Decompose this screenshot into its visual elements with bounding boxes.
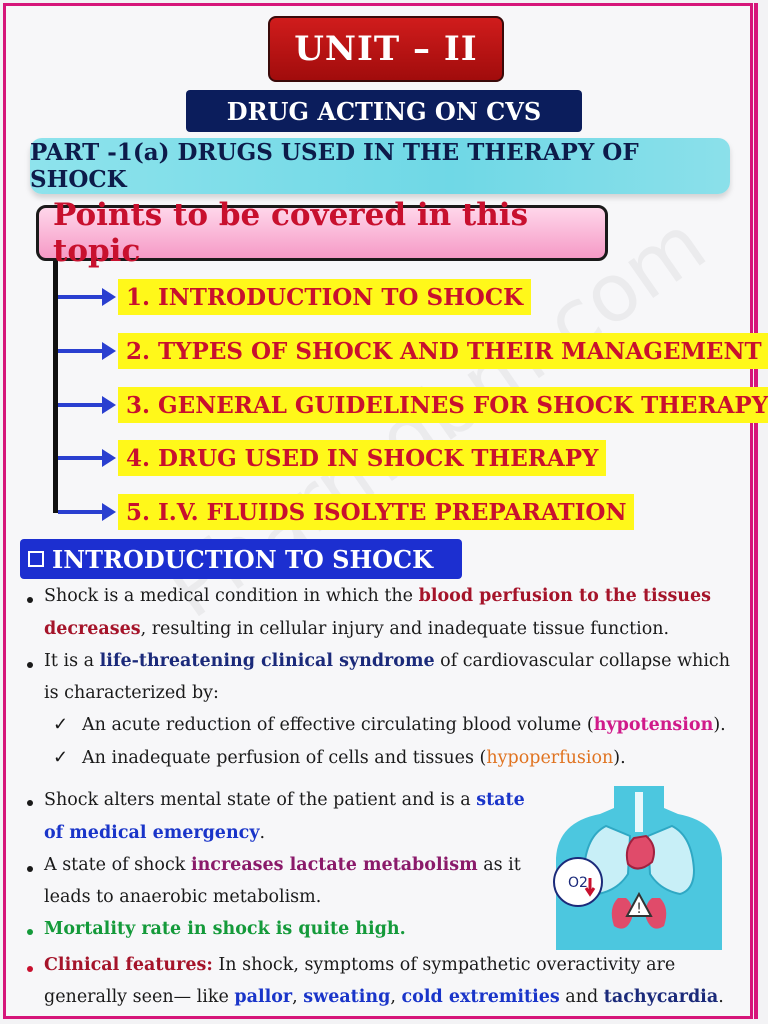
svg-text:!: ! bbox=[636, 901, 642, 917]
paragraph-line: Clinical features: In shock, symptoms of… bbox=[44, 955, 676, 975]
paragraph-line: generally seen— like pallor, sweating, c… bbox=[44, 987, 724, 1007]
bullet-dot-icon bbox=[27, 866, 33, 872]
paragraph-line: An acute reduction of effective circulat… bbox=[82, 715, 726, 735]
bullet-dot-icon bbox=[27, 597, 33, 603]
subject-title: DRUG ACTING ON CVS bbox=[186, 90, 582, 132]
arrow-right-icon bbox=[58, 396, 116, 414]
topic-label: 3. GENERAL GUIDELINES FOR SHOCK THERAPY bbox=[118, 387, 768, 423]
section-heading-text: INTRODUCTION TO SHOCK bbox=[52, 544, 433, 574]
paragraph-line: of medical emergency. bbox=[44, 823, 266, 843]
unit-title: UNIT – II bbox=[268, 16, 504, 82]
part-title: PART -1(a) DRUGS USED IN THE THERAPY OF … bbox=[30, 138, 730, 194]
section-heading: INTRODUCTION TO SHOCK bbox=[20, 539, 462, 579]
checkmark-icon: ✓ bbox=[53, 714, 69, 735]
arrow-right-icon bbox=[58, 342, 116, 360]
points-heading: Points to be covered in this topic bbox=[36, 197, 608, 269]
paragraph-line: Mortality rate in shock is quite high. bbox=[44, 919, 406, 939]
checkbox-square-icon bbox=[28, 551, 44, 567]
topic-label: 5. I.V. FLUIDS ISOLYTE PREPARATION bbox=[118, 494, 635, 530]
arrow-right-icon bbox=[58, 288, 116, 306]
bullet-dot-icon bbox=[27, 800, 33, 806]
paragraph-line: A state of shock increases lactate metab… bbox=[44, 855, 521, 875]
torso-lungs-heart-kidneys-icon: ! O2 bbox=[553, 786, 722, 950]
bullet-dot-icon bbox=[27, 662, 33, 668]
paragraph-line: An inadequate perfusion of cells and tis… bbox=[82, 748, 626, 768]
topic-connector-line bbox=[53, 261, 58, 513]
bullet-dot-icon bbox=[27, 966, 33, 972]
paragraph-line: decreases, resulting in cellular injury … bbox=[44, 619, 670, 639]
topic-label: 1. INTRODUCTION TO SHOCK bbox=[118, 279, 532, 315]
o2-label: O2 bbox=[568, 875, 588, 891]
arrow-right-icon bbox=[58, 449, 116, 467]
frame-right-edge bbox=[754, 3, 758, 1019]
paragraph-line: It is a life-threatening clinical syndro… bbox=[44, 651, 730, 671]
paragraph-line: leads to anaerobic metabolism. bbox=[44, 887, 322, 907]
topic-label: 4. DRUG USED IN SHOCK THERAPY bbox=[118, 440, 607, 476]
arrow-right-icon bbox=[58, 503, 116, 521]
topic-label: 2. TYPES OF SHOCK AND THEIR MANAGEMENT bbox=[118, 333, 768, 369]
bullet-dot-icon bbox=[27, 929, 33, 935]
paragraph-line: is characterized by: bbox=[44, 683, 219, 703]
paragraph-line: Shock is a medical condition in which th… bbox=[44, 586, 712, 606]
paragraph-line: Shock alters mental state of the patient… bbox=[44, 790, 525, 810]
checkmark-icon: ✓ bbox=[53, 747, 69, 768]
